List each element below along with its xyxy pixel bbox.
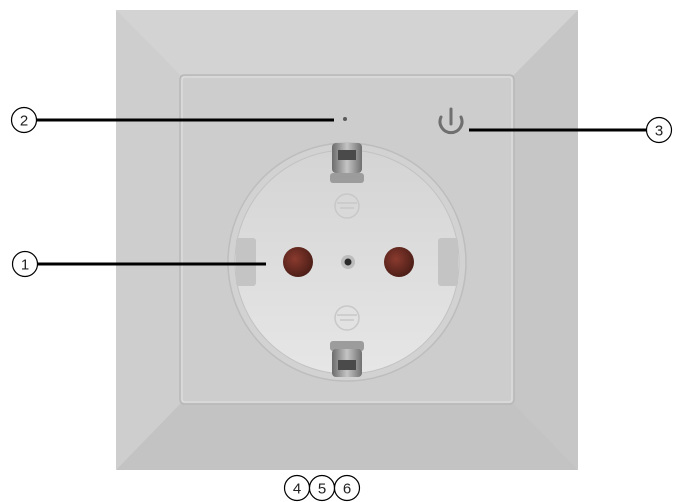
ground-symbol-bottom <box>334 305 360 331</box>
callout-4: 4 <box>283 474 311 502</box>
socket <box>227 142 467 382</box>
callout-4-label: 4 <box>293 481 301 498</box>
contact-hole-left <box>283 247 313 277</box>
callout-6-circle <box>333 474 361 502</box>
callout-1-circle <box>11 250 39 278</box>
callout-2: 2 <box>10 106 334 134</box>
callout-3-label: 3 <box>655 123 663 140</box>
callout-1: 1 <box>11 250 266 278</box>
callout-6-label: 6 <box>343 481 351 498</box>
left-guide-recess <box>236 238 256 286</box>
contact-hole-right <box>384 247 414 277</box>
callout-6: 6 <box>333 474 361 502</box>
earth-clip-bottom <box>330 341 364 377</box>
callout-5-label: 5 <box>318 481 326 498</box>
led-indicator <box>343 117 347 121</box>
callout-5: 5 <box>308 474 336 502</box>
callout-3: 3 <box>469 116 673 144</box>
callout-3-circle <box>645 116 673 144</box>
callout-2-label: 2 <box>20 113 28 130</box>
right-guide-recess <box>438 238 458 286</box>
ground-symbol-top <box>334 193 360 219</box>
power-icon[interactable] <box>438 107 464 135</box>
earth-clip-top <box>330 143 364 183</box>
callout-2-circle <box>10 106 38 134</box>
callout-1-label: 1 <box>21 257 29 274</box>
